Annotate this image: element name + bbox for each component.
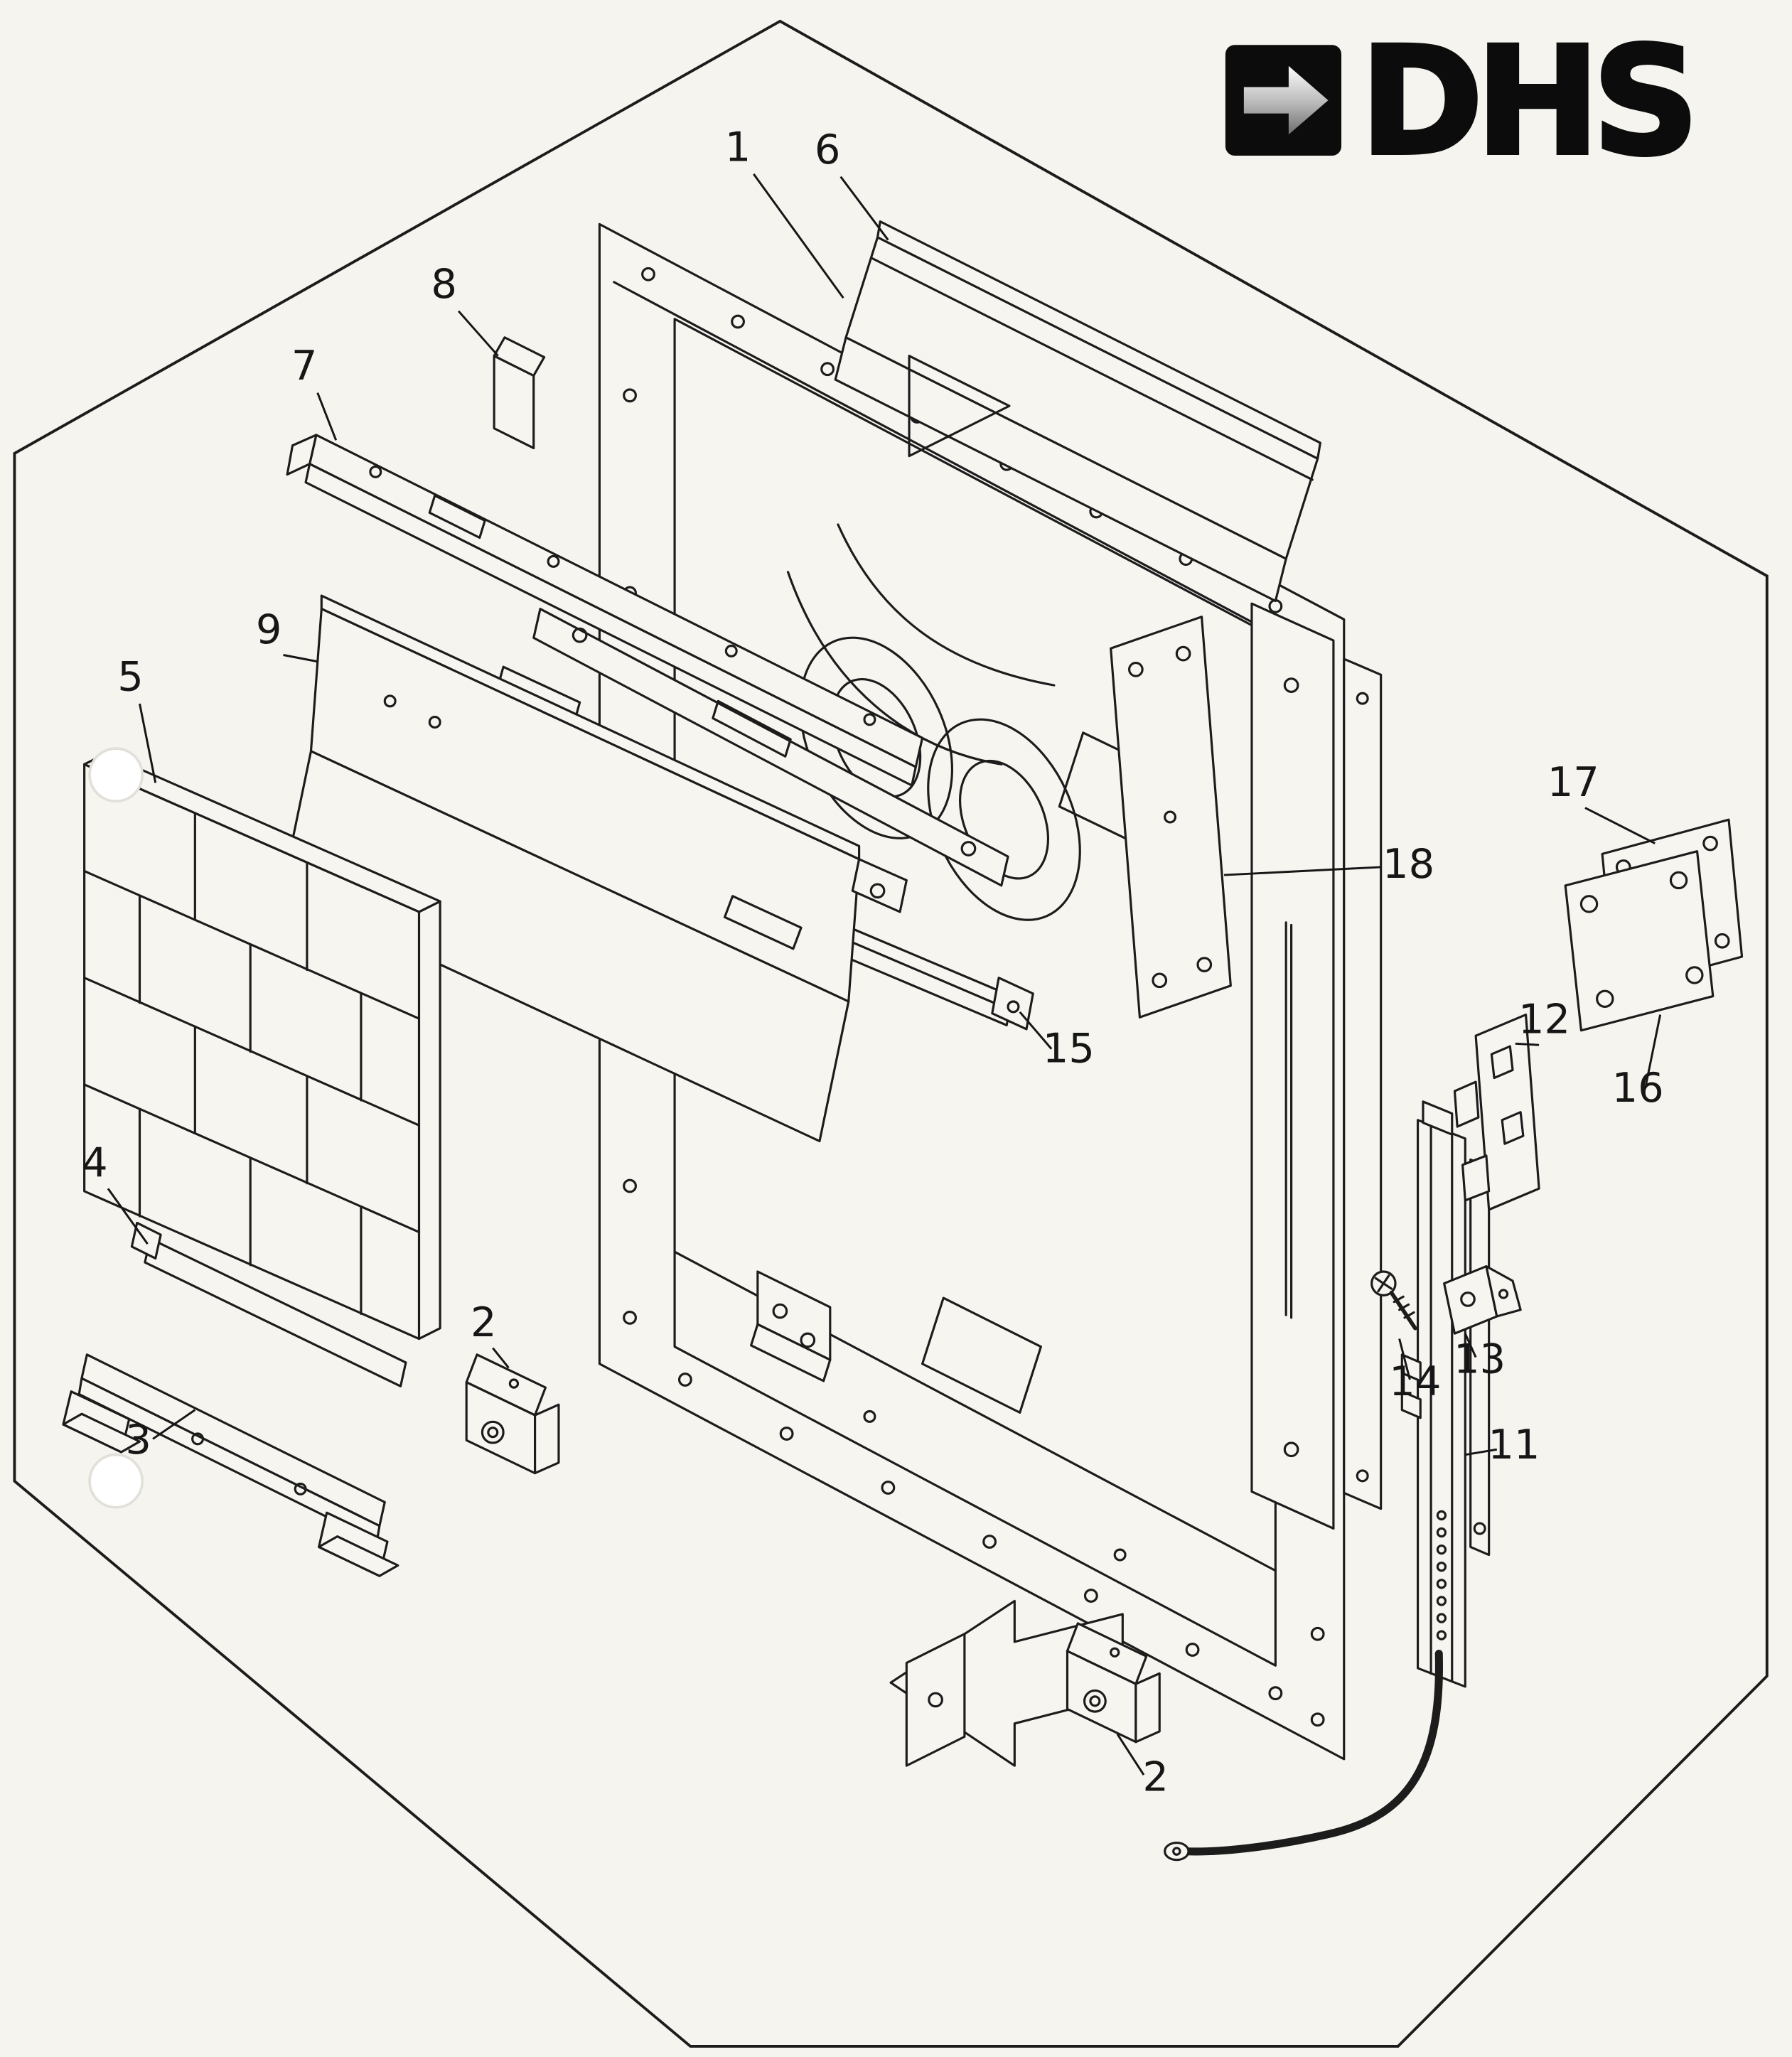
callout-leader-12: [1515, 1042, 1540, 1046]
callout-leader-9: [283, 654, 318, 663]
part-1-border-outline: [13, 19, 1769, 2048]
callout-7: 7: [291, 342, 318, 390]
punch-hole-bottom: [88, 1453, 144, 1509]
callout-leader-2: [1116, 1733, 1145, 1776]
part-18-side-panel: [1110, 616, 1232, 1019]
callout-12: 12: [1518, 995, 1570, 1043]
bent-rod: [1181, 1650, 1443, 1856]
callout-leader-4: [107, 1188, 149, 1245]
callout-leader-18: [1223, 866, 1381, 876]
part-16-plate: [1564, 850, 1715, 1032]
callout-leader-3: [152, 1409, 196, 1440]
part-9-hood-baffle: [281, 594, 908, 1143]
callout-17: 17: [1547, 758, 1599, 806]
callout-8: 8: [431, 260, 457, 308]
callout-2: 2: [1142, 1753, 1169, 1800]
floor-hatch: [921, 1296, 1042, 1414]
callout-leader-13: [1464, 1333, 1477, 1358]
callout-leader-8: [457, 310, 499, 357]
part-6-top-panel: [834, 220, 1321, 603]
right-side-strips: [1250, 602, 1383, 1530]
callout-leader-11: [1465, 1448, 1498, 1456]
callout-5: 5: [117, 653, 144, 701]
callout-leader-16: [1644, 1014, 1662, 1086]
part-13-clip-bracket: [1443, 1265, 1522, 1335]
floor-bracket: [750, 1270, 832, 1382]
callout-9: 9: [256, 606, 282, 653]
punch-hole-top: [88, 747, 144, 803]
right-arrow-icon: [1243, 65, 1329, 135]
callout-16: 16: [1612, 1064, 1664, 1112]
callout-leader-7: [316, 392, 338, 441]
callout-leader-2: [492, 1347, 510, 1369]
callout-1: 1: [725, 123, 751, 171]
callout-leader-15: [1019, 1011, 1053, 1050]
callout-leader-6: [839, 176, 889, 241]
part-2-bracket-lower: [1066, 1622, 1161, 1744]
dhs-logo: DHS: [1225, 14, 1702, 190]
callout-4: 4: [82, 1139, 108, 1187]
part-7-top-rail: [286, 434, 924, 787]
logo-text: DHS: [1360, 16, 1692, 188]
callout-leader-1: [753, 173, 844, 299]
callout-leader-5: [139, 703, 157, 783]
brick-mortar-lines: [83, 812, 421, 1315]
part-14-screw: [1370, 1270, 1417, 1331]
part-11-latch-rod-assembly: [1164, 1100, 1491, 1862]
callout-11: 11: [1488, 1421, 1540, 1468]
part-2-bracket-upper: [465, 1353, 560, 1475]
callout-18: 18: [1383, 840, 1434, 888]
callout-14: 14: [1389, 1358, 1441, 1405]
gusset-triangle: [908, 355, 1011, 458]
part-12-bracket-strap: [1453, 1013, 1540, 1211]
callout-leader-14: [1398, 1338, 1411, 1380]
part-3-base-bracket: [62, 1353, 399, 1577]
callout-13: 13: [1454, 1336, 1506, 1383]
callout-6: 6: [815, 126, 841, 173]
vent-holes: [1436, 1510, 1447, 1640]
callout-15: 15: [1043, 1024, 1095, 1072]
middle-rail: [532, 608, 1009, 887]
callout-3: 3: [125, 1416, 151, 1463]
part-8-bracket: [493, 336, 546, 450]
callout-leader-17: [1584, 807, 1656, 844]
callout-2: 2: [471, 1299, 497, 1346]
